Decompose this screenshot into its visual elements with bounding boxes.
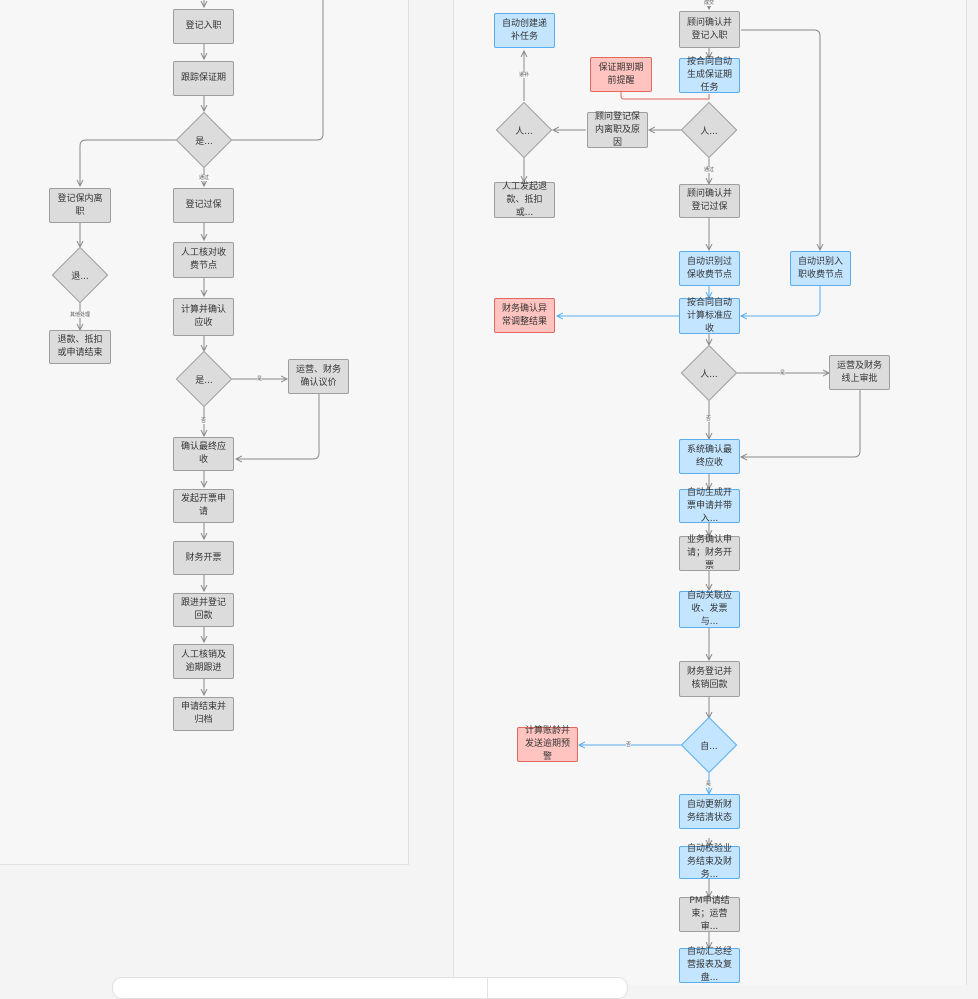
- refund-deduct-end-node[interactable]: 退款、抵扣或申请结束: [49, 330, 111, 364]
- register-guarantee-passed-node[interactable]: 登记过保: [173, 188, 234, 223]
- pm-request-end-node[interactable]: PM申请结束；运营审...: [679, 896, 740, 932]
- edge-label-no-right: 否: [706, 416, 712, 422]
- right-decision-node-2[interactable]: 人...: [496, 102, 552, 158]
- track-register-payment-node[interactable]: 跟进并登记回款: [173, 593, 234, 627]
- confirm-final-receivable-node[interactable]: 确认最终应收: [173, 437, 234, 471]
- auto-calculate-standard-receivable-node[interactable]: 按合同自动计算标准应收: [679, 298, 740, 334]
- manual-refund-deduct-node[interactable]: 人工发起退款、抵扣或...: [494, 182, 555, 218]
- manual-check-fee-node[interactable]: 人工核对收费节点: [173, 242, 234, 278]
- decision-node-3[interactable]: 是...: [176, 351, 232, 407]
- toolbar-divider: [487, 978, 488, 998]
- calculate-receivable-node[interactable]: 计算并确认应收: [173, 298, 234, 336]
- edge-label-no-overdue: 否: [626, 742, 632, 748]
- finance-confirm-exception-node[interactable]: 财务确认异常调整结果: [494, 298, 555, 333]
- edge-label-pass: 通过: [199, 175, 210, 181]
- manual-writeoff-overdue-node[interactable]: 人工核销及逾期跟进: [173, 644, 234, 679]
- edge-label-backfill: 递补: [519, 72, 530, 78]
- end-and-archive-node[interactable]: 申请结束并归档: [173, 697, 234, 731]
- auto-identify-passed-fee-node[interactable]: 自动识别过保收费节点: [679, 251, 740, 286]
- edge-label-no: 否: [201, 418, 207, 424]
- guarantee-expiry-reminder-node[interactable]: 保证期到期前提醒: [590, 57, 652, 92]
- right-decision-node-3[interactable]: 人...: [681, 345, 737, 401]
- auto-identify-onboard-fee-node[interactable]: 自动识别入职收费节点: [790, 251, 851, 286]
- ops-finance-negotiation-node[interactable]: 运营、财务确认议价: [288, 359, 349, 394]
- consultant-confirm-guarantee-passed-node[interactable]: 顾问确认并登记过保: [679, 184, 740, 218]
- auto-summary-report-node[interactable]: 自动汇总经营报表及复盘...: [679, 947, 740, 983]
- track-guarantee-period-node[interactable]: 跟踪保证期: [173, 61, 234, 96]
- edge-label-yes-right: 是: [780, 370, 786, 376]
- bottom-toolbar[interactable]: [112, 977, 628, 999]
- auto-verify-business-end-node[interactable]: 自动校验业务结束及财务...: [679, 844, 740, 880]
- finance-invoicing-node[interactable]: 财务开票: [173, 541, 234, 575]
- decision-node-1[interactable]: 是...: [176, 112, 232, 168]
- register-in-guarantee-leave-node[interactable]: 登记保内离职: [49, 188, 111, 223]
- register-onboarding-node[interactable]: 登记入职: [173, 9, 234, 44]
- ops-finance-online-approval-node[interactable]: 运营及财务线上审批: [829, 355, 890, 390]
- auto-link-receivable-invoice-node[interactable]: 自动关联应收、发票与...: [679, 591, 740, 628]
- decision-node-2[interactable]: 退...: [52, 247, 108, 303]
- finance-register-writeoff-node[interactable]: 财务登记并核销回款: [679, 661, 740, 697]
- edge-label-yes-settled: 是: [706, 781, 712, 787]
- auto-create-backfill-task-node[interactable]: 自动创建递补任务: [494, 13, 555, 48]
- auto-generate-invoice-request-node[interactable]: 自动生成开票申请并带入...: [679, 488, 740, 524]
- edge-label-other: 其他处理: [70, 312, 91, 318]
- consultant-confirm-onboarding-node[interactable]: 顾问确认并登记入职: [679, 11, 740, 48]
- system-confirm-final-receivable-node[interactable]: 系统确认最终应收: [679, 439, 740, 474]
- edge-label-deal: 成交: [704, 0, 715, 6]
- right-decision-node-1[interactable]: 人...: [681, 102, 737, 158]
- business-confirm-finance-invoice-node[interactable]: 业务确认申请；财务开票: [679, 535, 740, 571]
- initiate-invoice-request-node[interactable]: 发起开票申请: [173, 489, 234, 523]
- edge-label-pass-right: 通过: [704, 167, 715, 173]
- aging-overdue-warning-node[interactable]: 计算账龄并发送逾期预警: [517, 726, 578, 762]
- auto-update-settlement-status-node[interactable]: 自动更新财务结清状态: [679, 794, 740, 829]
- right-decision-node-4[interactable]: 自...: [681, 717, 737, 773]
- consultant-register-leave-reason-node[interactable]: 顾问登记保内离职及原因: [587, 112, 648, 148]
- auto-generate-guarantee-task-node[interactable]: 按合同自动生成保证期任务: [679, 57, 740, 93]
- edge-label-yes: 是: [257, 376, 263, 382]
